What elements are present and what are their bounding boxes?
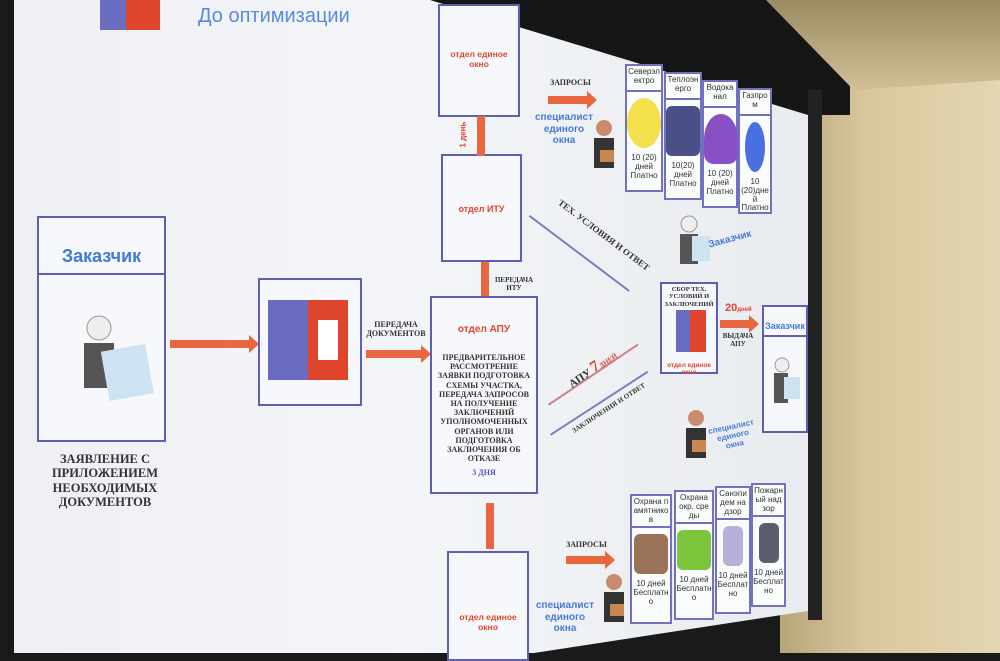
itu-box: отдел ИТУ — [441, 154, 522, 262]
engineer-icon — [774, 357, 800, 403]
one-window-bottom-box: отдел единое окно — [447, 551, 529, 661]
electricity-icon — [627, 98, 661, 148]
agency-card: Пожарный надзор 10 дней Бесплатно — [751, 483, 786, 607]
apu-box: отдел АПУ Предварительное рассмотрение з… — [430, 296, 538, 494]
agency-name: Санэпидем надзор — [717, 488, 749, 521]
collect-box: Сбор тех. условий и заключений отдел еди… — [660, 282, 718, 377]
arrow-up — [477, 116, 485, 156]
utility-terms: 10 (20) дней Платно — [706, 169, 734, 196]
arrow-up — [481, 262, 489, 296]
radiator-icon — [666, 106, 700, 156]
logo-icon — [100, 0, 160, 30]
customer-left-caption: Заявление с приложением необходимых доку… — [51, 452, 159, 510]
arrow-right — [366, 345, 431, 363]
agency-name: Пожарный надзор — [753, 485, 784, 518]
doctor-icon — [723, 526, 743, 567]
one-window-bottom-title: отдел единое окно — [459, 612, 517, 632]
agency-card: Санэпидем надзор 10 дней Бесплатно — [715, 486, 751, 614]
arrow-right — [548, 91, 597, 109]
itu-transfer-label: Передача ИТУ — [494, 276, 534, 293]
requests-top-label: Запросы — [550, 78, 591, 87]
specialist-icon — [686, 410, 706, 458]
agency-name: Охрана окр. среды — [676, 492, 712, 525]
agency-name: Охрана памятников — [632, 496, 670, 529]
utility-name: Теплоэнерго — [666, 74, 700, 100]
collect-footer: отдел единое окно — [667, 362, 711, 377]
fire-truck-icon — [758, 523, 779, 564]
customer-right-label: Заказчик — [764, 321, 806, 338]
utility-terms: 10(20) дней Платно — [669, 161, 697, 188]
apu-body: Предварительное рассмотрение заявки подг… — [437, 353, 531, 464]
transfer-docs-label: Передача документов — [366, 320, 426, 339]
one-window-top-box: отдел единое окно — [438, 4, 520, 117]
utility-name: Газпром — [740, 90, 770, 116]
specialist-icon — [594, 120, 614, 168]
specialist-bottom-label: специалист единого окна — [536, 600, 594, 634]
agency-terms: 10 дней Бесплатно — [717, 571, 749, 598]
apu-days: 3 дня — [472, 468, 496, 477]
utility-terms: 10 (20)дней Платно — [741, 177, 769, 213]
collect-title: Сбор тех. условий и заключений — [664, 286, 714, 308]
utility-card: Водоканал 10 (20) дней Платно — [702, 80, 738, 208]
monument-icon — [634, 534, 668, 575]
utility-terms: 10 (20) дней Платно — [630, 153, 658, 180]
water-drop-icon — [704, 114, 738, 164]
specialist-top-label: специалист единого окна — [535, 112, 593, 146]
arrow-down — [486, 503, 494, 549]
customer-left-label: Заказчик — [39, 246, 164, 275]
one-window-top-title: отдел единое окно — [450, 49, 508, 69]
agency-terms: 10 дней Бесплатно — [753, 568, 784, 595]
logo-icon — [676, 310, 706, 352]
engineer-icon — [84, 315, 154, 402]
issue-label: Выдача АПУ — [722, 332, 754, 349]
agency-terms: 10 дней Бесплатно — [676, 575, 712, 602]
agency-terms: 10 дней Бесплатно — [633, 579, 669, 606]
arrow-right — [170, 335, 259, 353]
issue-days: 20дней — [725, 302, 752, 315]
utility-name: Северэлектро — [627, 66, 661, 92]
issue-unit: дней — [737, 307, 752, 313]
utility-name: Водоканал — [704, 82, 736, 108]
gas-flame-icon — [745, 122, 765, 172]
screen-frame — [808, 90, 822, 620]
requests-bottom-label: Запросы — [566, 540, 607, 549]
apu-title: отдел АПУ — [457, 324, 511, 335]
itu-title: отдел ИТУ — [458, 204, 505, 214]
customer-left-box: Заказчик — [37, 216, 166, 442]
agency-card: Охрана окр. среды 10 дней Бесплатно — [674, 490, 714, 620]
customer-right-box: Заказчик — [762, 305, 808, 433]
one-window-days: 1 день — [458, 121, 468, 148]
specialist-icon — [604, 574, 624, 622]
issue-num: 20 — [725, 302, 738, 314]
utility-card: Газпром 10 (20)дней Платно — [738, 88, 772, 214]
eco-house-icon — [677, 530, 711, 571]
slide-title: До оптимизации — [198, 5, 350, 27]
arrow-right — [566, 551, 615, 569]
utility-card: Теплоэнерго 10(20) дней Платно — [664, 72, 702, 200]
utility-card: Северэлектро 10 (20) дней Платно — [625, 64, 663, 192]
logo-box — [258, 278, 362, 406]
logo-icon — [268, 300, 348, 380]
agency-card: Охрана памятников 10 дней Бесплатно — [630, 494, 672, 624]
customer-mid-icon — [680, 215, 710, 264]
arrow-right — [720, 315, 759, 333]
